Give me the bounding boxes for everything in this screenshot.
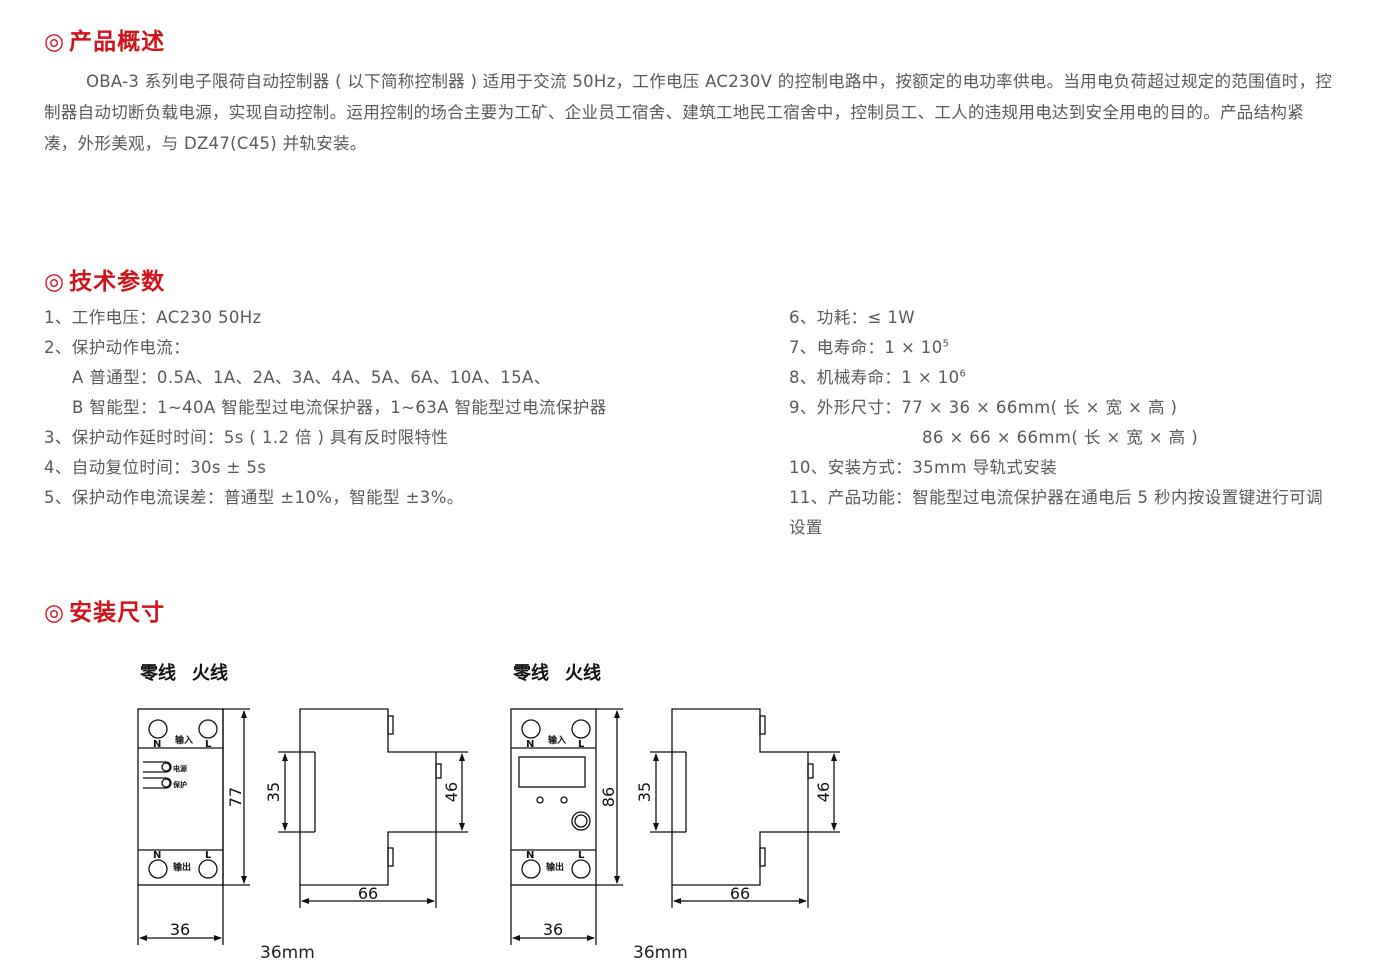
param-line: 1、工作电压：AC230 50Hz [44,308,262,327]
double-circle-icon: ◎ [44,29,66,55]
param-line: 6、功耗：≤ 1W [789,308,915,327]
height-dimension: 86 [599,787,618,807]
protect-indicator-icon [161,778,171,788]
param-line: B 智能型：1~40A 智能型过电流保护器，1~63A 智能型过电流保护器 [72,398,607,417]
l-terminal-label: L [205,850,212,861]
param-line: 5、保护动作电流误差：普通型 ±10%，智能型 ±3%。 [44,488,464,507]
device2-side-body [671,708,809,886]
diagram2-caption: 36mm [633,943,688,963]
n-terminal-label: N [526,850,534,861]
param-line: A 普通型：0.5A、1A、2A、3A、4A、5A、6A、10A、15A、 [72,368,551,387]
live-wire-label: 火线 [192,663,228,684]
tech-params-right: 6、功耗：≤ 1W 7、电寿命：1 × 105 8、机械寿命：1 × 106 9… [789,303,1329,543]
rail-dimension: 35 [635,782,654,802]
terminal-screw-icon [571,719,591,739]
param-line: 8、机械寿命：1 × 106 [789,368,967,387]
double-circle-icon: ◎ [44,269,66,295]
n-terminal-label: N [153,739,161,750]
input-label: 输入 [175,734,193,746]
param-line: 7、电寿命：1 × 105 [789,338,950,357]
overview-title: ◎产品概述 [44,29,166,55]
tech-params-left: 1、工作电压：AC230 50Hz 2、保护动作电流： A 普通型：0.5A、1… [44,303,607,513]
param-line: 10、安装方式：35mm 导轨式安装 [789,458,1058,477]
side-dimension: 46 [442,782,461,802]
n-terminal-label: N [526,739,534,750]
output-label: 输出 [173,861,191,873]
device1-side-body [299,708,437,886]
depth-dimension: 66 [730,884,750,903]
setting-button-icon [571,811,591,831]
param-line: 9、外形尺寸：77 × 36 × 66mm( 长 × 宽 × 高 ) [789,398,1178,417]
overview-paragraph: OBA-3 系列电子限荷自动控制器 ( 以下简称控制器 ) 适用于交流 50Hz… [44,72,1333,153]
device2-front-body [510,708,597,886]
param-line: 86 × 66 × 66mm( 长 × 宽 × 高 ) [922,428,1199,447]
param-line: 3、保护动作延时时间：5s ( 1.2 倍 ) 具有反时限特性 [44,428,449,447]
param-line: 4、自动复位时间：30s ± 5s [44,458,267,477]
terminal-screw-icon [198,859,218,879]
l-terminal-label: L [578,850,585,861]
param-line: 11、产品功能：智能型过电流保护器在通电后 5 秒内按设置键进行可调设置 [789,488,1324,537]
power-label: 电源 [173,764,187,773]
terminal-screw-icon [148,719,168,739]
side-dimension: 46 [814,782,833,802]
terminal-screw-icon [521,719,541,739]
rail-dimension: 35 [264,782,283,802]
indicator-dot-icon [536,796,544,804]
neutral-wire-label: 零线 [140,663,176,684]
display-screen-icon [518,756,586,788]
terminal-screw-icon [148,859,168,879]
output-label: 输出 [546,861,564,873]
height-dimension: 77 [226,787,245,807]
overview-text-block: OBA-3 系列电子限荷自动控制器 ( 以下简称控制器 ) 适用于交流 50Hz… [44,66,1334,159]
width-dimension: 36 [170,920,190,939]
depth-dimension: 66 [358,884,378,903]
live-wire-label: 火线 [565,663,601,684]
neutral-wire-label: 零线 [513,663,549,684]
param-line: 2、保护动作电流： [44,338,191,357]
indicator-dot-icon [560,796,568,804]
terminal-screw-icon [571,859,591,879]
input-label: 输入 [548,734,566,746]
power-indicator-icon [161,762,171,772]
install-title: ◎安装尺寸 [44,600,166,626]
width-dimension: 36 [543,920,563,939]
tech-title: ◎技术参数 [44,269,166,295]
terminal-screw-icon [198,719,218,739]
l-terminal-label: L [205,739,212,750]
protect-label: 保护 [172,780,187,789]
double-circle-icon: ◎ [44,600,66,626]
l-terminal-label: L [578,739,585,750]
terminal-screw-icon [521,859,541,879]
n-terminal-label: N [153,850,161,861]
diagram1-caption: 36mm [260,943,315,963]
